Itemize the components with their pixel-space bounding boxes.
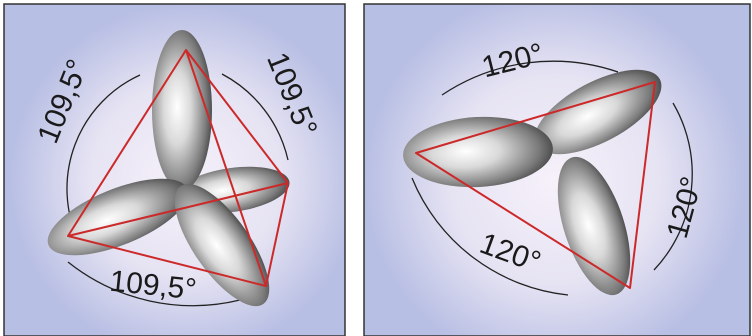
- angle-arc-bottom-left: [411, 177, 569, 296]
- angle-arc-bottom: [67, 261, 241, 307]
- orbital-lobe-upper-right: [534, 69, 662, 155]
- angle-arc-right: [653, 102, 693, 271]
- orbital-lobe-bottom: [174, 183, 270, 307]
- angle-arc-top: [441, 60, 619, 96]
- trigonal-triangle: [415, 81, 656, 289]
- tetrahedral-panel: 109,5° 109,5° 109,5°: [3, 3, 346, 336]
- orbital-lobe-top: [152, 30, 212, 190]
- tetrahedron-edges: [67, 49, 289, 287]
- trigonal-panel: 120° 120° 120°: [363, 3, 751, 336]
- orbital-lobe-lower: [557, 156, 631, 296]
- angle-arc-upper-right: [221, 73, 289, 161]
- orbital-lobe-left: [47, 178, 189, 256]
